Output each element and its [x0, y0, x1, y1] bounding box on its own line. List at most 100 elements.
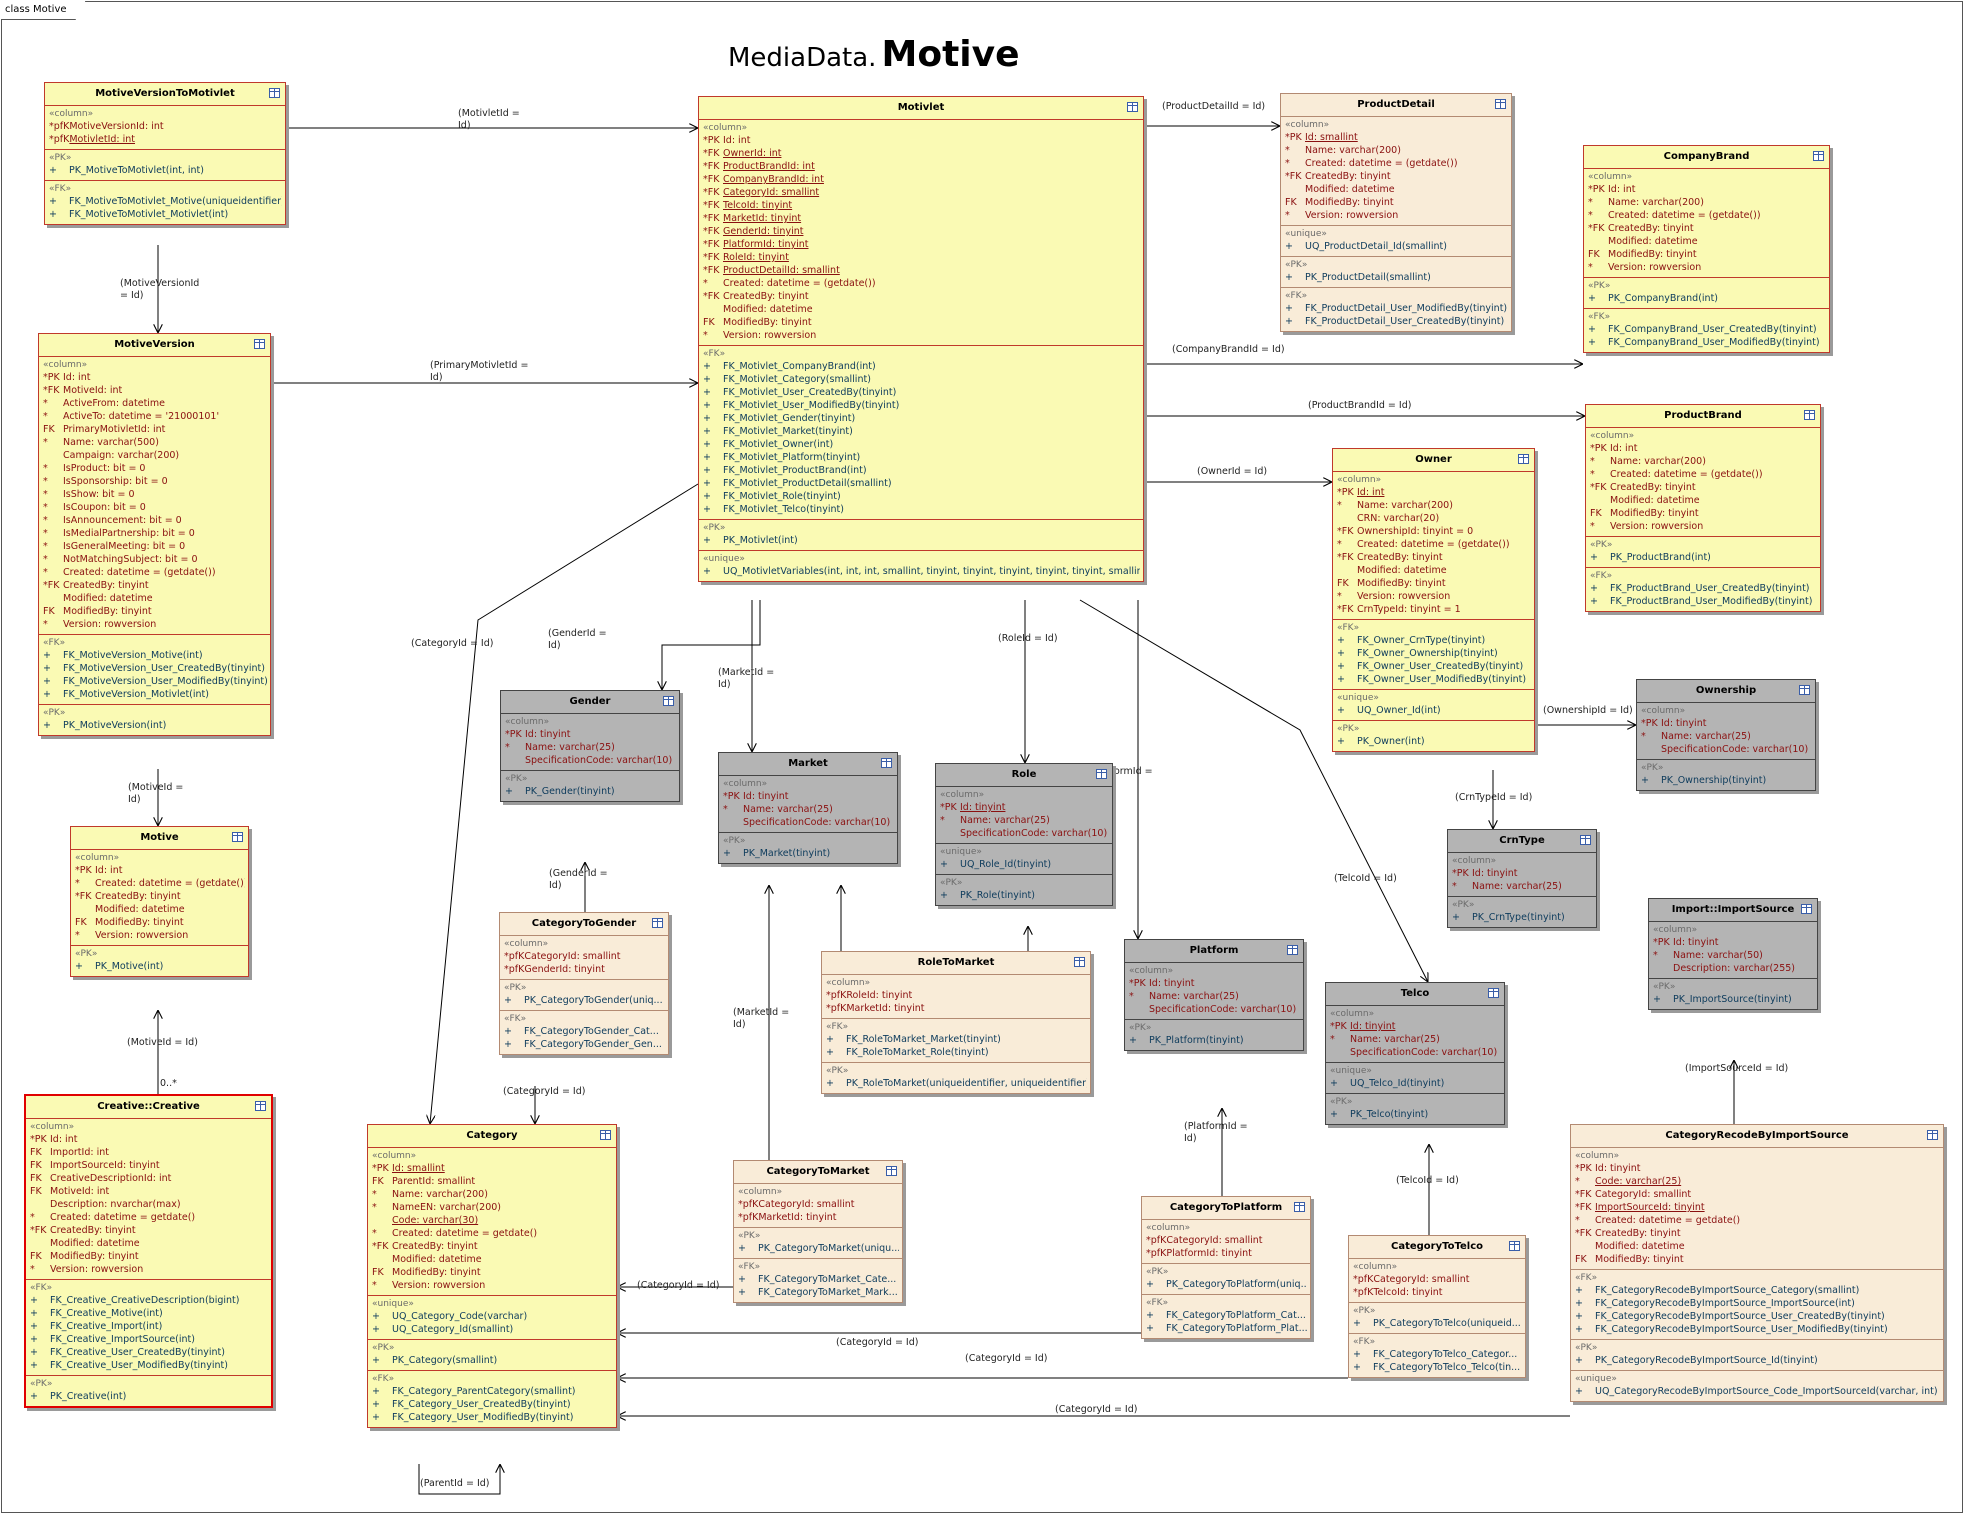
column-row[interactable]: *pfKMarketId: tinyint — [738, 1211, 899, 1224]
column-row[interactable]: *Name: varchar(200) — [1285, 144, 1508, 157]
column-row[interactable]: Modified: datetime — [30, 1237, 268, 1250]
table-header[interactable]: ProductDetail — [1281, 94, 1511, 117]
column-row[interactable]: *Name: varchar(25) — [1129, 990, 1300, 1003]
table-header[interactable]: Category — [368, 1125, 616, 1148]
column-row[interactable]: *Name: varchar(50) — [1653, 949, 1814, 962]
column-row[interactable]: SpecificationCode: varchar(10) — [505, 754, 676, 767]
operation-row[interactable]: +PK_Telco(tinyint) — [1330, 1108, 1501, 1121]
column-row[interactable]: *Name: varchar(200) — [372, 1188, 613, 1201]
table-categorytogender[interactable]: CategoryToGender«column»*pfKCategoryId: … — [499, 912, 669, 1055]
operation-row[interactable]: +FK_MotiveVersion_Motive(int) — [43, 649, 267, 662]
column-row[interactable]: *Created: datetime = (getdate()) — [75, 877, 245, 890]
column-row[interactable]: *Version: rowversion — [372, 1279, 613, 1292]
column-row[interactable]: *Version: rowversion — [703, 329, 1140, 342]
operation-row[interactable]: +FK_CategoryToTelco_Categor... — [1353, 1348, 1522, 1361]
operation-row[interactable]: +PK_Gender(tinyint) — [505, 785, 676, 798]
column-row[interactable]: *Version: rowversion — [1588, 261, 1826, 274]
table-header[interactable]: Creative::Creative — [26, 1096, 271, 1119]
operation-row[interactable]: +FK_CategoryToGender_Cat... — [504, 1025, 665, 1038]
operation-row[interactable]: +FK_MotiveVersion_User_CreatedBy(tinyint… — [43, 662, 267, 675]
column-row[interactable]: *Name: varchar(25) — [505, 741, 676, 754]
operation-row[interactable]: +PK_CategoryToMarket(uniqu... — [738, 1242, 899, 1255]
column-row[interactable]: *Created: datetime = (getdate()) — [43, 566, 267, 579]
column-row[interactable]: *Name: varchar(200) — [1337, 499, 1531, 512]
table-header[interactable]: ProductBrand — [1586, 405, 1820, 428]
operation-row[interactable]: +FK_Owner_User_CreatedBy(tinyint) — [1337, 660, 1531, 673]
operation-row[interactable]: +FK_Category_User_ModifiedBy(tinyint) — [372, 1411, 613, 1424]
operation-row[interactable]: +FK_Creative_CreativeDescription(bigint) — [30, 1294, 268, 1307]
column-row[interactable]: Campaign: varchar(200) — [43, 449, 267, 462]
table-header[interactable]: CategoryToGender — [500, 913, 668, 936]
column-row[interactable]: Modified: datetime — [1590, 494, 1817, 507]
operation-row[interactable]: +PK_Owner(int) — [1337, 735, 1531, 748]
column-row[interactable]: *IsShow: bit = 0 — [43, 488, 267, 501]
table-header[interactable]: Gender — [501, 691, 679, 714]
column-row[interactable]: *Name: varchar(25) — [1330, 1033, 1501, 1046]
column-row[interactable]: *Created: datetime = (getdate()) — [1285, 157, 1508, 170]
column-row[interactable]: SpecificationCode: varchar(10) — [940, 827, 1109, 840]
column-row[interactable]: *Version: rowversion — [43, 618, 267, 631]
operation-row[interactable]: +FK_ProductDetail_User_CreatedBy(tinyint… — [1285, 315, 1508, 328]
operation-row[interactable]: +PK_MotiveVersion(int) — [43, 719, 267, 732]
column-row[interactable]: *NotMatchingSubject: bit = 0 — [43, 553, 267, 566]
operation-row[interactable]: +PK_CategoryToPlatform(uniq... — [1146, 1278, 1307, 1291]
operation-row[interactable]: +PK_Motivlet(int) — [703, 534, 1140, 547]
operation-row[interactable]: +PK_ProductDetail(smallint) — [1285, 271, 1508, 284]
table-header[interactable]: CategoryToTelco — [1349, 1236, 1525, 1259]
operation-row[interactable]: +FK_Creative_ImportSource(int) — [30, 1333, 268, 1346]
table-header[interactable]: Owner — [1333, 449, 1534, 472]
column-row[interactable]: SpecificationCode: varchar(10) — [1129, 1003, 1300, 1016]
column-row[interactable]: *pfKPlatformId: tinyint — [1146, 1247, 1307, 1260]
operation-row[interactable]: +FK_ProductBrand_User_CreatedBy(tinyint) — [1590, 582, 1817, 595]
operation-row[interactable]: +PK_CategoryToTelco(uniqueid... — [1353, 1317, 1522, 1330]
column-row[interactable]: Description: nvarchar(max) — [30, 1198, 268, 1211]
operation-row[interactable]: +FK_ProductBrand_User_ModifiedBy(tinyint… — [1590, 595, 1817, 608]
table-header[interactable]: MotiveVersionToMotivlet — [45, 83, 285, 106]
column-row[interactable]: *Version: rowversion — [1285, 209, 1508, 222]
operation-row[interactable]: +FK_Motivlet_Category(smallint) — [703, 373, 1140, 386]
operation-row[interactable]: +FK_CategoryRecodeByImportSource_User_Cr… — [1575, 1310, 1940, 1323]
column-row[interactable]: *IsCoupon: bit = 0 — [43, 501, 267, 514]
operation-row[interactable]: +FK_Creative_Motive(int) — [30, 1307, 268, 1320]
table-header[interactable]: CategoryToMarket — [734, 1161, 902, 1184]
operation-row[interactable]: +PK_CategoryToGender(uniq... — [504, 994, 665, 1007]
column-row[interactable]: *pfKMotivletId: int — [49, 133, 282, 146]
column-row[interactable]: *Name: varchar(25) — [723, 803, 894, 816]
